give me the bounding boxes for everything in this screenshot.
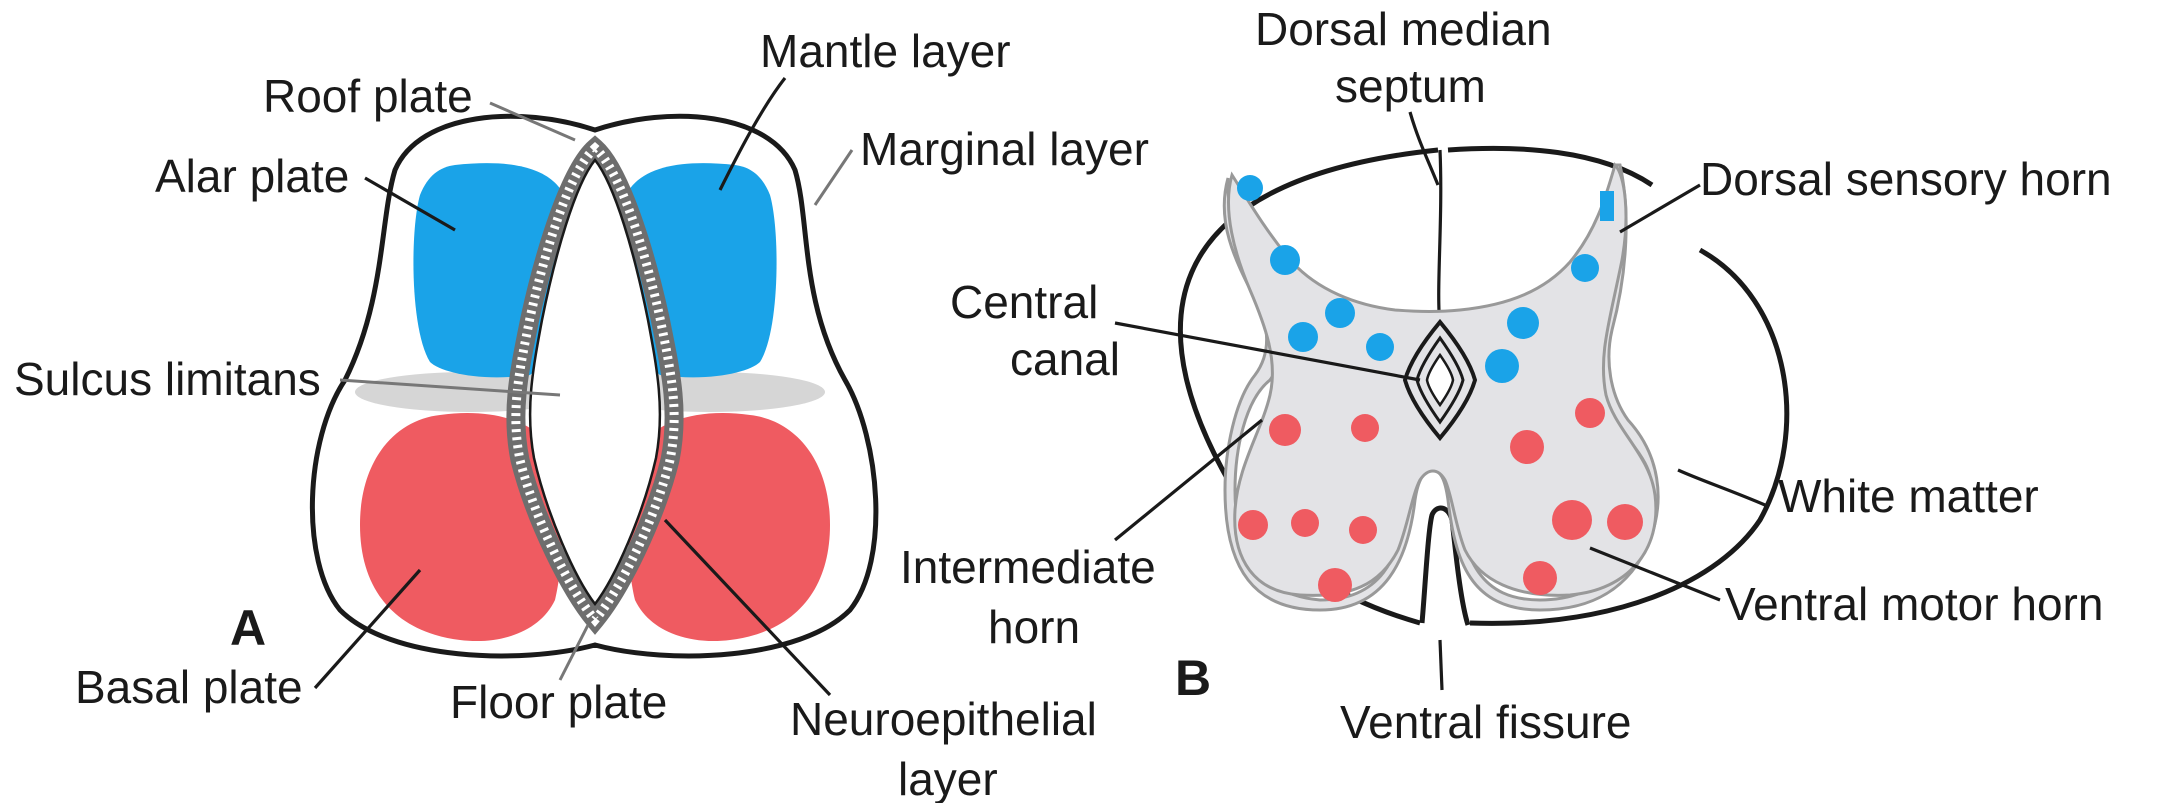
label-neuroepithelial-1: Neuroepithelial [790,693,1097,745]
motor-dot [1523,561,1557,595]
motor-dot [1575,398,1605,428]
label-ventral-fissure: Ventral fissure [1340,696,1631,748]
sensory-dot [1366,333,1394,361]
sensory-dot [1485,349,1519,383]
sensory-dot [1270,245,1300,275]
sensory-dot [1571,254,1599,282]
sensory-dot [1325,298,1355,328]
label-sulcus-limitans: Sulcus limitans [14,353,321,405]
label-floor-plate: Floor plate [450,676,667,728]
label-central-canal-2: canal [1010,333,1120,385]
label-marginal-layer: Marginal layer [860,123,1149,175]
motor-dot [1291,509,1319,537]
label-dorsal-sensory-horn: Dorsal sensory horn [1700,153,2112,205]
motor-dot [1269,414,1301,446]
label-alar-plate: Alar plate [155,150,349,202]
panel-label-a: A [230,600,266,656]
label-intermediate-2: horn [988,601,1080,653]
label-ventral-motor-horn: Ventral motor horn [1725,578,2103,630]
ventral-fissure-leader [1440,640,1442,690]
sensory-dot [1600,191,1614,221]
dorsal-sensory-horn-leader [1620,185,1700,232]
motor-dot [1349,516,1377,544]
label-dorsal-median-1: Dorsal median [1255,3,1552,55]
panel-b [1115,112,1787,690]
motor-dot [1552,500,1592,540]
label-mantle-layer: Mantle layer [760,25,1011,77]
motor-dot [1607,504,1643,540]
panel-label-b: B [1175,650,1211,706]
label-white-matter: White matter [1778,470,2039,522]
label-central-canal-1: Central [950,276,1098,328]
motor-dot [1351,414,1379,442]
marginal-layer-leader [815,150,852,205]
sensory-dot [1288,322,1318,352]
label-neuroepithelial-2: layer [898,753,998,803]
motor-dot [1238,510,1268,540]
white-matter-leader [1678,470,1765,505]
motor-dot [1510,430,1544,464]
label-roof-plate: Roof plate [263,70,473,122]
basal-plate-leader [315,570,420,688]
label-intermediate-1: Intermediate [900,541,1156,593]
label-dorsal-median-2: septum [1335,60,1486,112]
motor-dot [1318,568,1352,602]
sensory-dot [1237,175,1263,201]
label-basal-plate: Basal plate [75,661,303,713]
panel-a [312,78,876,695]
dorsal-median-septum [1439,150,1441,325]
sensory-dot [1507,307,1539,339]
